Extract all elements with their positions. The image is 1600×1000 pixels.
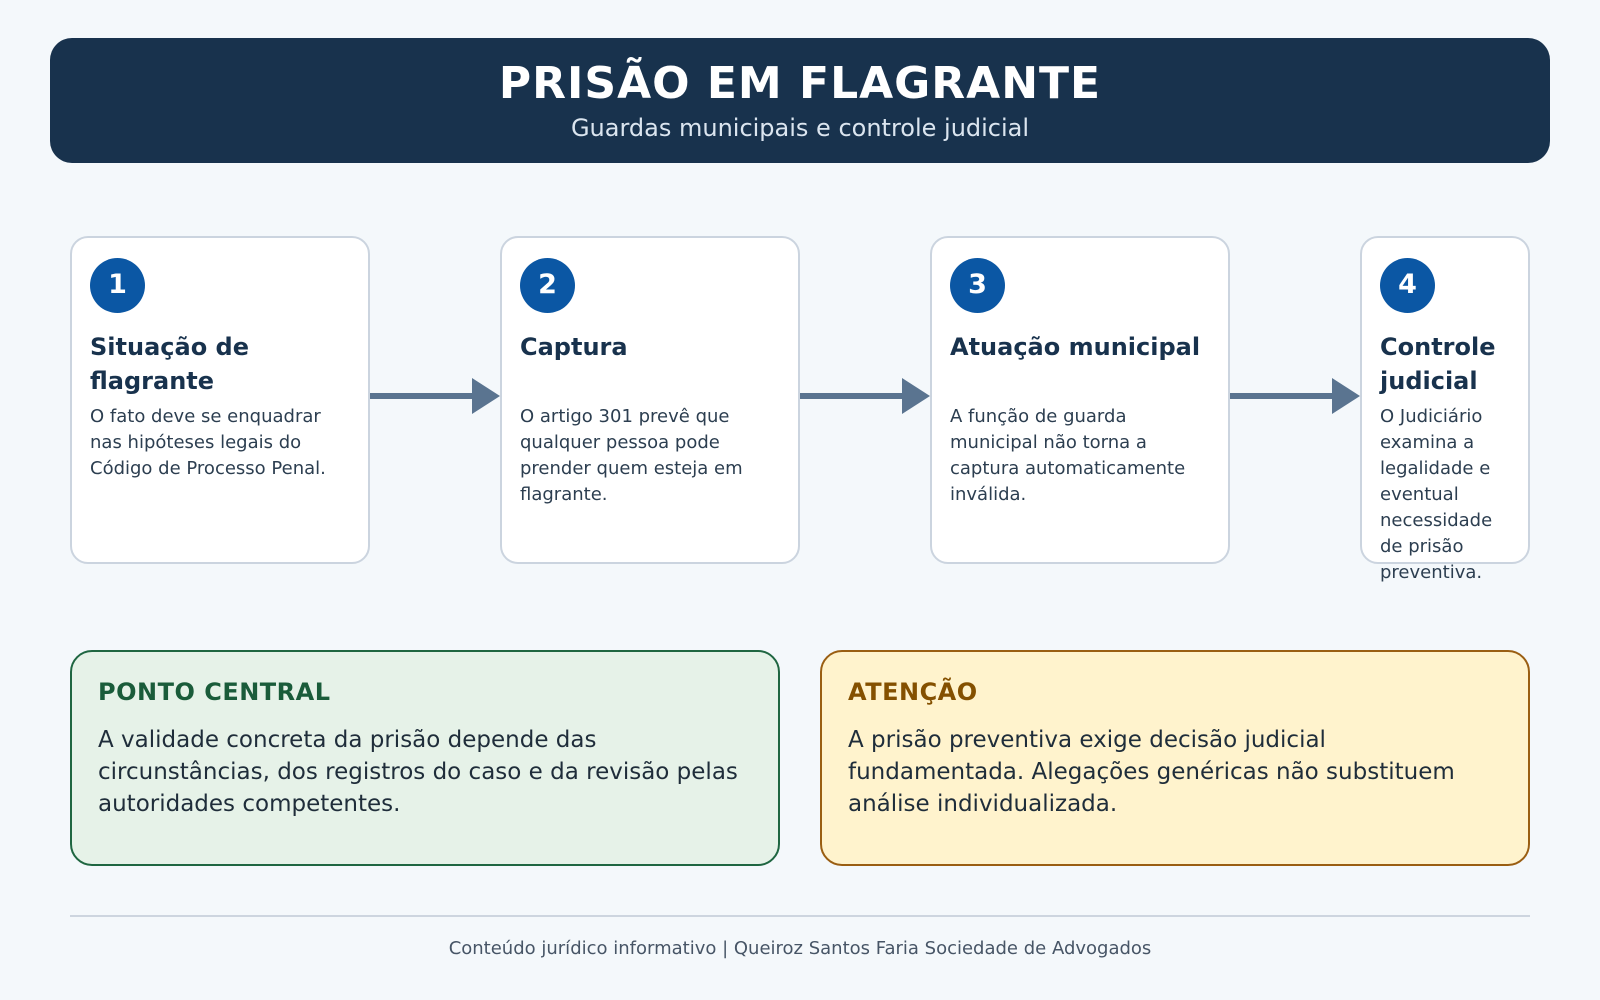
- step-title: Atuação municipal: [950, 333, 1201, 361]
- step-card-1: 1 Situação de flagrante O fato deve se e…: [70, 236, 370, 564]
- attention-box: ATENÇÃO A prisão preventiva exige decisã…: [820, 650, 1530, 866]
- page-title: PRISÃO EM FLAGRANTE: [498, 58, 1102, 109]
- step-card-4: 4 Controle judicial O Judiciário examina…: [1360, 236, 1530, 583]
- step-title: Situação de flagrante: [90, 333, 249, 395]
- step-card-3: 3 Atuação municipal A função de guarda m…: [930, 236, 1230, 564]
- step-description: O Judiciário examina a legalidade e even…: [1380, 406, 1493, 583]
- step-number-badge: 1: [90, 258, 145, 313]
- central-point-box: PONTO CENTRAL A validade concreta da pri…: [70, 650, 780, 866]
- step-number-badge: 3: [950, 258, 1005, 313]
- flow-arrow-icon: [1230, 378, 1360, 414]
- header-banner: PRISÃO EM FLAGRANTE Guardas municipais e…: [50, 38, 1550, 163]
- step-card-2: 2 Captura O artigo 301 prevê que qualque…: [500, 236, 800, 564]
- step-title: Controle judicial: [1380, 333, 1496, 395]
- footer-text: Conteúdo jurídico informativo | Queiroz …: [448, 938, 1152, 959]
- flow-arrow-icon: [370, 378, 500, 414]
- step-description: O fato deve se enquadrar nas hipóteses l…: [90, 406, 326, 479]
- step-number-badge: 4: [1380, 258, 1435, 313]
- attention-title: ATENÇÃO: [848, 678, 978, 706]
- step-title: Captura: [520, 333, 628, 361]
- footer-divider: [70, 915, 1530, 917]
- step-description: A função de guarda municipal não torna a…: [950, 406, 1186, 505]
- flow-arrow-icon: [800, 378, 930, 414]
- step-number-badge: 2: [520, 258, 575, 313]
- step-description: O artigo 301 prevê que qualquer pessoa p…: [520, 406, 743, 505]
- central-point-text: A validade concreta da prisão depende da…: [98, 727, 738, 817]
- central-point-title: PONTO CENTRAL: [98, 678, 331, 706]
- page-subtitle: Guardas municipais e controle judicial: [570, 114, 1030, 142]
- attention-text: A prisão preventiva exige decisão judici…: [848, 727, 1455, 817]
